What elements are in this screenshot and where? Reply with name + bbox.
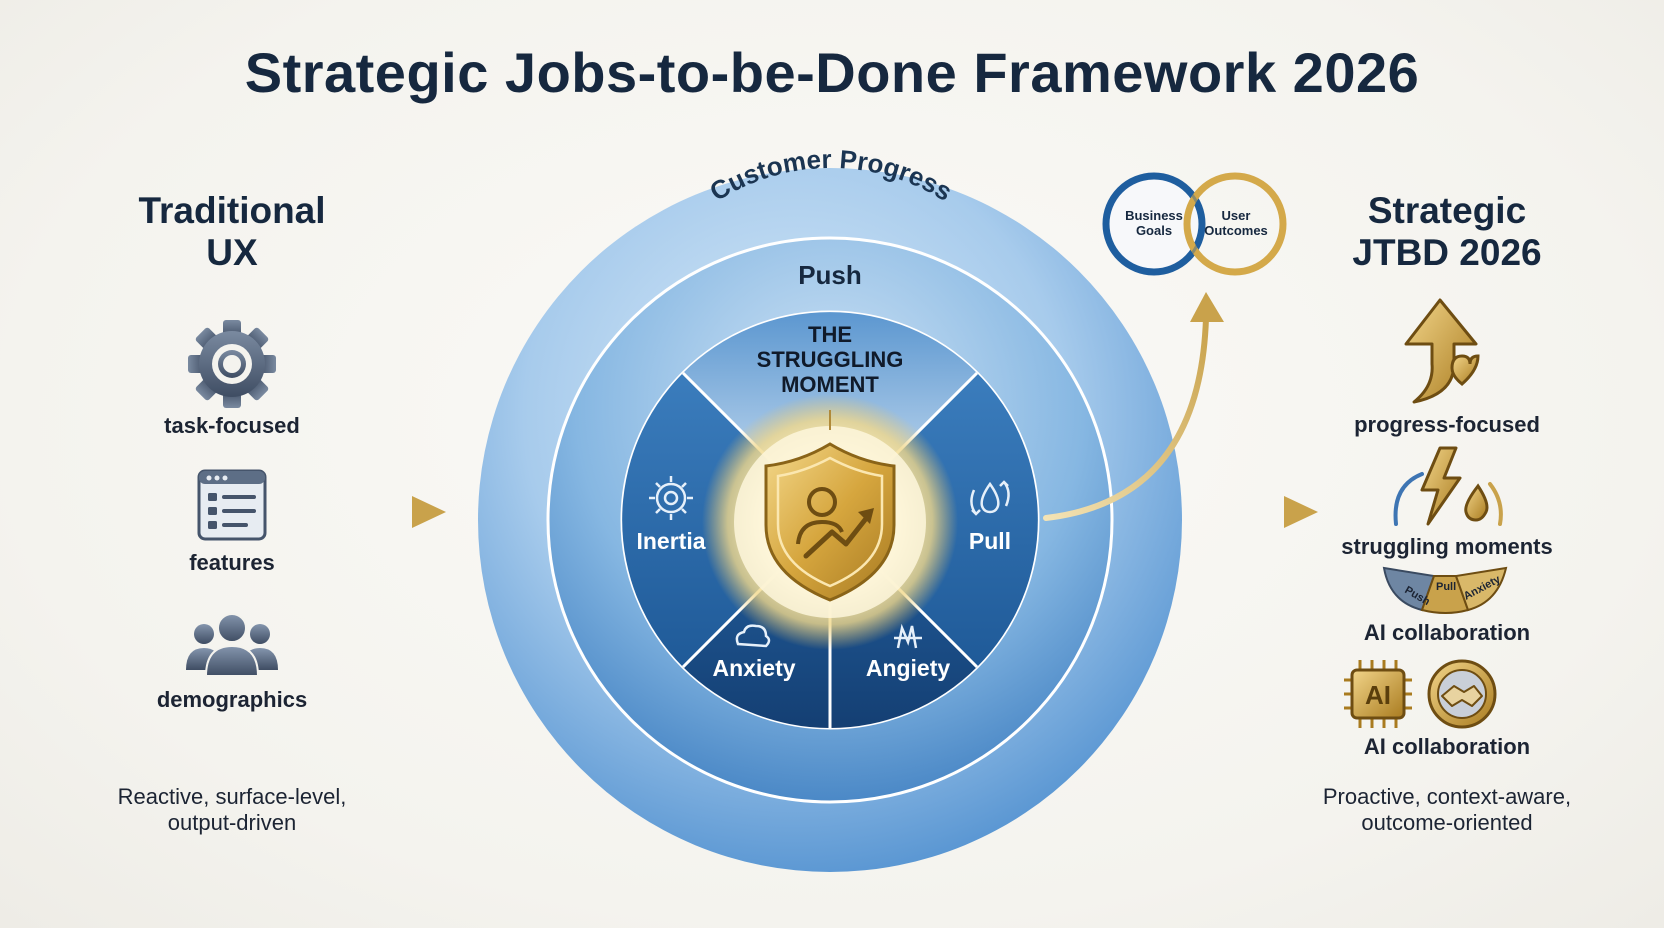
progress-to-outcomes-arrow (1043, 292, 1224, 521)
goals-outcomes-venn (1102, 172, 1287, 276)
angiety-label: Angiety (866, 655, 951, 681)
ai-chip-handshake-icon: AI (1340, 658, 1497, 730)
left-flow-arrow (337, 496, 446, 528)
left-column-heading: Traditional UX (112, 190, 352, 274)
forces-wheel-icon: Push Pull Anxiety (1382, 566, 1508, 614)
left-footer-line2: output-driven (167, 810, 297, 835)
anxiety-label: Anxiety (712, 655, 795, 681)
right-flow-arrow (1209, 496, 1318, 528)
venn-business-line1: Business (1125, 208, 1183, 223)
shield-person-growth-icon (764, 442, 896, 602)
push-label: Push (798, 260, 862, 290)
droplet-cycle-icon (970, 480, 1010, 516)
right-item-progress-focused: progress-focused (1354, 412, 1540, 437)
right-item-ai-collaboration-1: AI collaboration (1363, 620, 1531, 645)
venn-business-line2: Goals (1136, 223, 1172, 238)
wheel-pull-label: Pull (1436, 581, 1456, 593)
left-heading-line2: UX (206, 232, 258, 273)
page-title: Strategic Jobs-to-be-Done Framework 2026 (244, 41, 1420, 104)
ai-chip-icon: AI (1344, 660, 1412, 728)
right-heading-line1: Strategic (1367, 190, 1527, 231)
lightning-drop-icon (1393, 446, 1503, 526)
inertia-label: Inertia (636, 528, 705, 554)
left-footer-line1: Reactive, surface-level, (117, 784, 347, 809)
struggling-line1: THE (808, 322, 852, 347)
left-item-features: features (189, 550, 275, 575)
ai-chip-label: AI (1365, 680, 1391, 710)
right-footer-line2: outcome-oriented (1361, 810, 1533, 835)
spark-icon (894, 623, 922, 649)
cloud-icon (735, 624, 771, 648)
struggling-line2: STRUGGLING (757, 347, 904, 372)
left-item-demographics: demographics (156, 687, 308, 712)
right-footer: Proactive, context-aware, outcome-orient… (1282, 784, 1612, 836)
right-item-ai-collaboration-2: AI collaboration (1363, 734, 1531, 759)
right-footer-line1: Proactive, context-aware, (1322, 784, 1572, 809)
gear-cycle-icon (649, 476, 693, 520)
right-heading-line2: JTBD 2026 (1352, 232, 1542, 273)
struggling-line3: MOMENT (781, 372, 879, 397)
pull-label: Pull (969, 528, 1011, 554)
right-item-struggling-moments: struggling moments (1341, 534, 1553, 559)
handshake-icon (1427, 659, 1497, 729)
left-heading-line1: Traditional (138, 190, 326, 231)
people-group-icon (186, 613, 278, 677)
left-footer: Reactive, surface-level, output-driven (82, 784, 382, 836)
venn-user-line2: Outcomes (1204, 223, 1268, 238)
left-item-task-focused: task-focused (164, 413, 300, 438)
arrow-up-heart-icon (1404, 298, 1480, 404)
venn-user-line1: User (1222, 208, 1251, 223)
right-column-heading: Strategic JTBD 2026 (1322, 190, 1572, 274)
gear-icon (188, 320, 276, 408)
feature-list-icon (197, 469, 267, 541)
